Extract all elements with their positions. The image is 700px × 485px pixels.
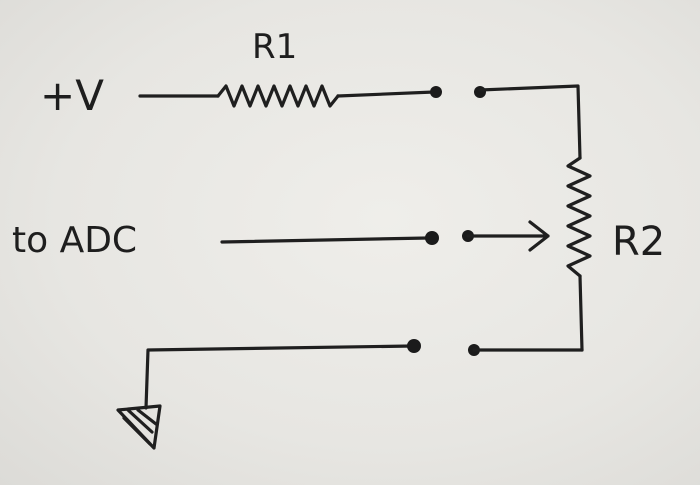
r1-resistor <box>216 84 340 108</box>
r2-bottom-wire <box>578 274 584 352</box>
r2-label: R2 <box>612 219 665 265</box>
ground-wire <box>144 344 414 410</box>
r1-to-terminal-wire <box>336 90 436 98</box>
terminal-dot <box>407 339 421 353</box>
r2-resistor <box>566 156 592 278</box>
ground-symbol-icon <box>116 404 162 450</box>
terminal-dot <box>425 231 439 245</box>
wiper-arrow <box>466 220 550 252</box>
r1-label: R1 <box>252 27 297 67</box>
terminal-dot <box>474 86 486 98</box>
supply-label: +V <box>40 71 104 120</box>
r2-top-wire <box>478 84 582 160</box>
adc-label: to ADC <box>12 220 137 261</box>
terminal-dot <box>430 86 442 98</box>
adc-wire <box>220 236 430 244</box>
